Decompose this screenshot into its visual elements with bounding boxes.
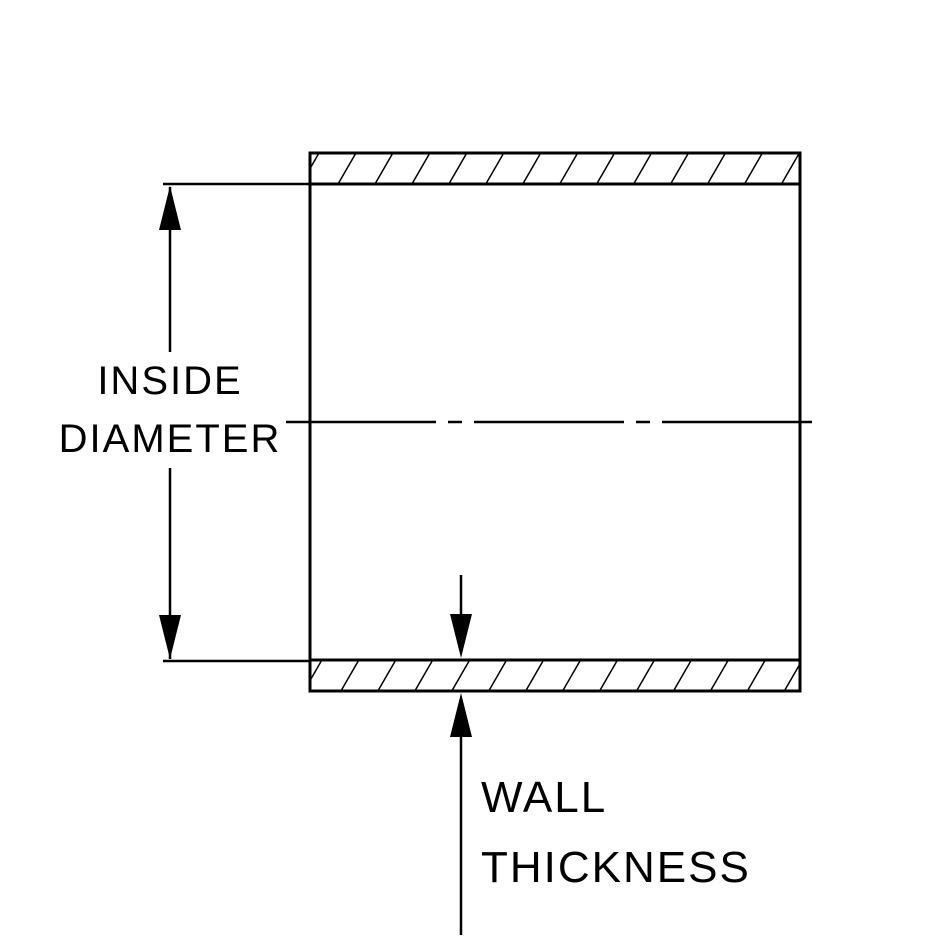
inside-diameter-label-line1: INSIDE <box>97 359 242 403</box>
arrowhead-up-icon <box>159 186 181 230</box>
bottom-wall-hatch <box>308 658 802 693</box>
arrowhead-down-icon <box>159 615 181 659</box>
arrowhead-up-wall-icon <box>450 693 472 737</box>
inside-diameter-label-line2: DIAMETER <box>59 417 282 461</box>
top-wall-hatch <box>308 151 802 186</box>
wall-thickness-label-line2: THICKNESS <box>481 843 751 892</box>
arrowhead-down-wall-icon <box>450 614 472 658</box>
wall-thickness-label-line1: WALL <box>481 773 607 822</box>
